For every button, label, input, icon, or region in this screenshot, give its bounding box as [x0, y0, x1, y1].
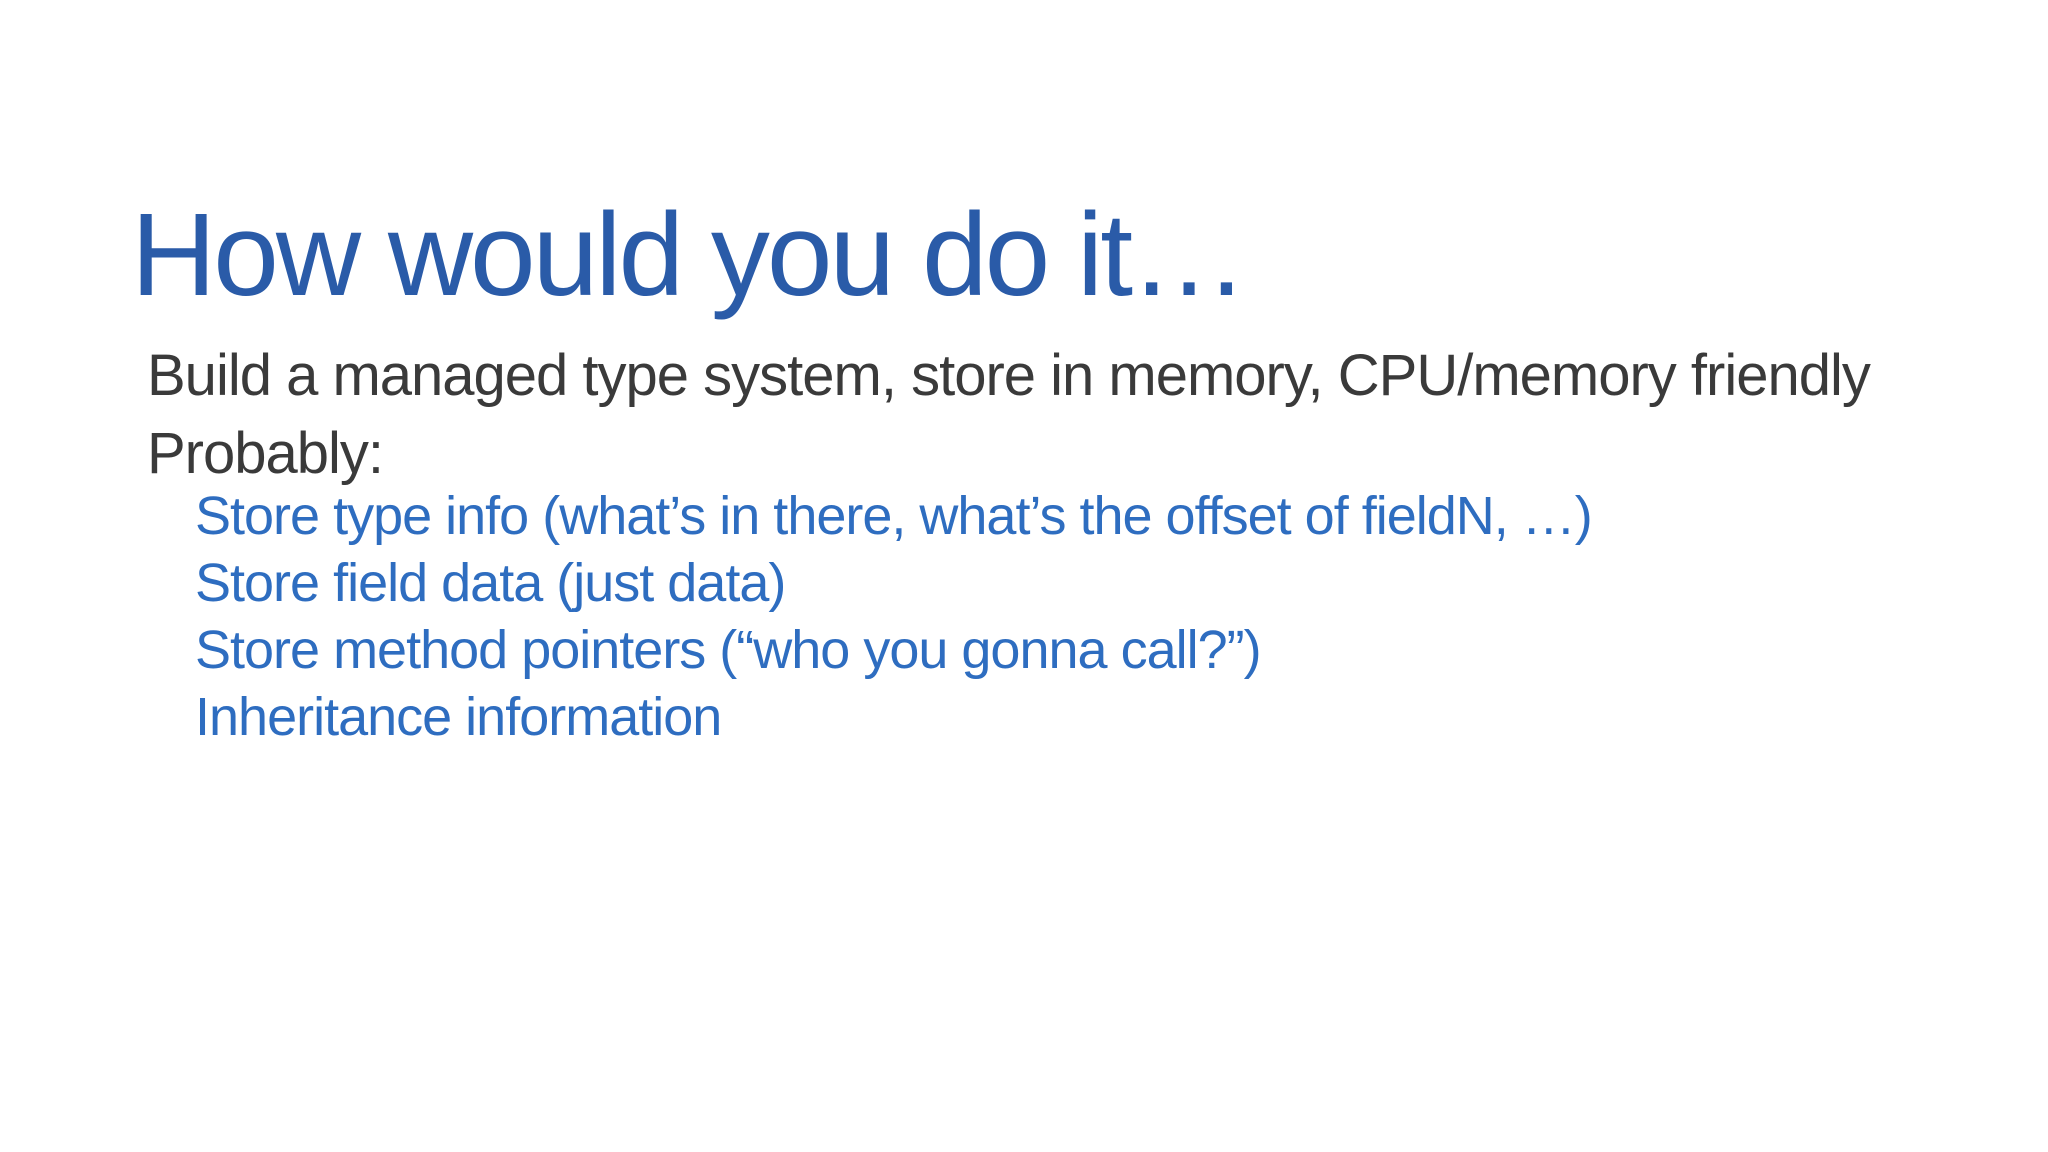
bullet-item: Store type info (what’s in there, what’s…: [195, 486, 1593, 546]
slide-title: How would you do it…: [131, 189, 1248, 322]
bullet-item: Store field data (just data): [195, 553, 786, 613]
bullet-list: Store type info (what’s in there, what’s…: [147, 483, 1870, 751]
bullet-item: Inheritance information: [195, 687, 722, 747]
bullet-item: Store method pointers (“who you gonna ca…: [195, 620, 1262, 680]
slide-body: Build a managed type system, store in me…: [147, 337, 1871, 751]
body-line-1: Build a managed type system, store in me…: [147, 343, 1871, 408]
body-line-2: Probably:: [147, 421, 384, 486]
